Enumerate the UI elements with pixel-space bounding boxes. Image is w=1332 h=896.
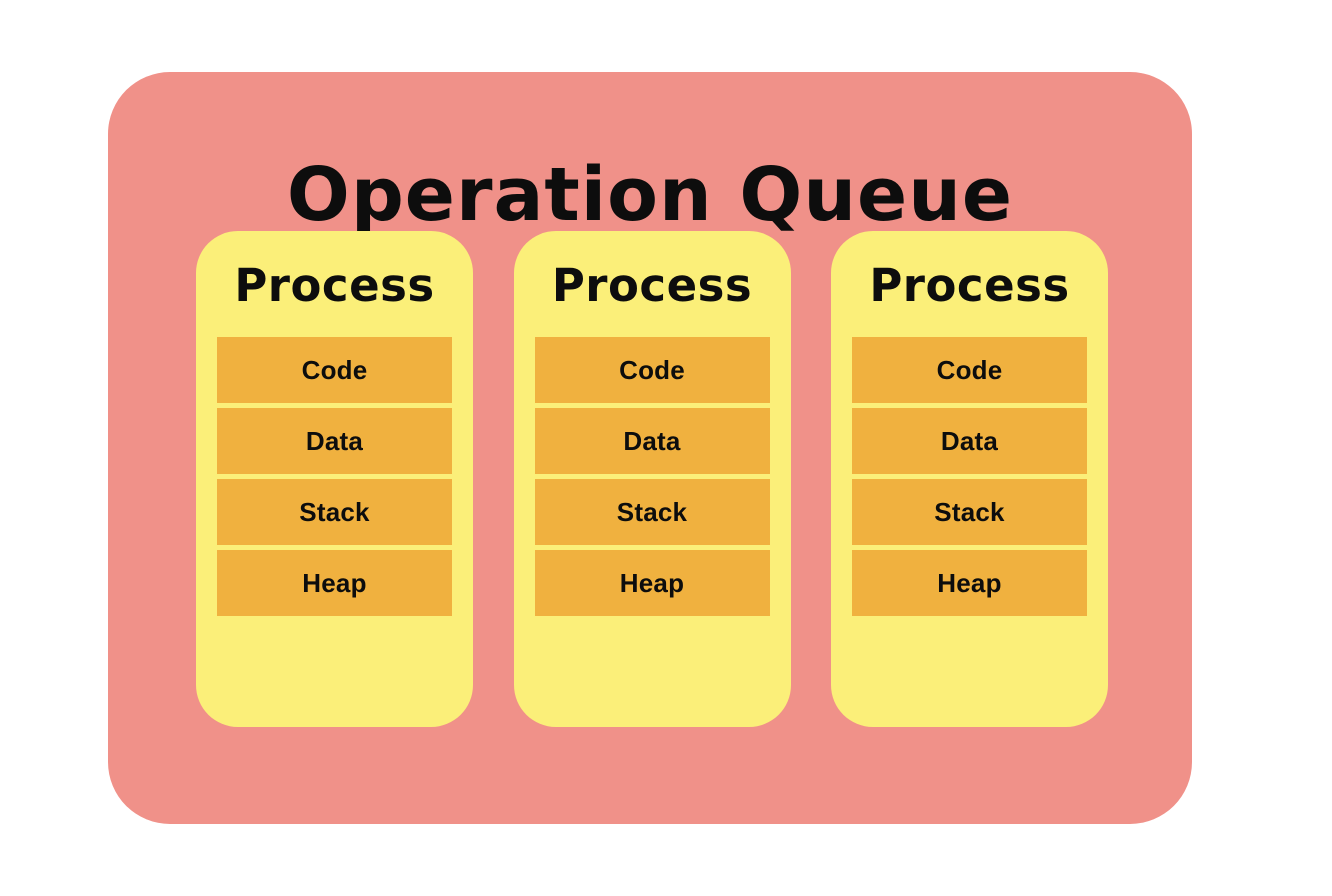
process-card[interactable]: Process Code Data Stack Heap bbox=[831, 231, 1108, 727]
memory-segment-data[interactable]: Data bbox=[217, 408, 452, 474]
process-card[interactable]: Process Code Data Stack Heap bbox=[513, 231, 791, 727]
process-title: Process bbox=[551, 259, 753, 312]
segment-label: Heap bbox=[619, 568, 685, 598]
segment-label: Data bbox=[305, 426, 364, 456]
segment-label: Code bbox=[301, 355, 368, 385]
memory-segment-stack: Code Data Stack Heap bbox=[534, 337, 770, 616]
memory-segment-stack[interactable]: Stack bbox=[217, 479, 452, 545]
memory-segment-heap[interactable]: Heap bbox=[534, 550, 770, 616]
process-row: Process Code Data Stack Heap bbox=[196, 231, 1108, 727]
segment-label: Heap bbox=[302, 568, 367, 598]
memory-segment-code[interactable]: Code bbox=[534, 337, 770, 403]
memory-segment-code[interactable]: Code bbox=[852, 337, 1087, 403]
memory-segment-data[interactable]: Data bbox=[534, 408, 770, 474]
memory-segment-stack: Code Data Stack Heap bbox=[217, 337, 452, 616]
segment-label: Data bbox=[940, 426, 999, 456]
queue-title: Operation Queue bbox=[286, 152, 1014, 238]
segment-label: Stack bbox=[934, 497, 1005, 527]
segment-label: Heap bbox=[937, 568, 1002, 598]
memory-segment-stack: Code Data Stack Heap bbox=[852, 337, 1087, 616]
segment-label: Code bbox=[936, 355, 1003, 385]
operation-queue-container: Operation Queue Process Code Data Stack bbox=[108, 72, 1192, 824]
memory-segment-stack[interactable]: Stack bbox=[534, 479, 770, 545]
memory-segment-heap[interactable]: Heap bbox=[217, 550, 452, 616]
segment-label: Stack bbox=[299, 497, 370, 527]
process-card[interactable]: Process Code Data Stack Heap bbox=[196, 231, 473, 727]
memory-segment-heap[interactable]: Heap bbox=[852, 550, 1087, 616]
memory-segment-stack[interactable]: Stack bbox=[852, 479, 1087, 545]
memory-segment-data[interactable]: Data bbox=[852, 408, 1087, 474]
memory-segment-code[interactable]: Code bbox=[217, 337, 452, 403]
segment-label: Stack bbox=[616, 497, 688, 527]
segment-label: Code bbox=[619, 355, 685, 385]
process-title: Process bbox=[234, 259, 435, 312]
segment-label: Data bbox=[623, 426, 681, 456]
process-title: Process bbox=[869, 259, 1070, 312]
